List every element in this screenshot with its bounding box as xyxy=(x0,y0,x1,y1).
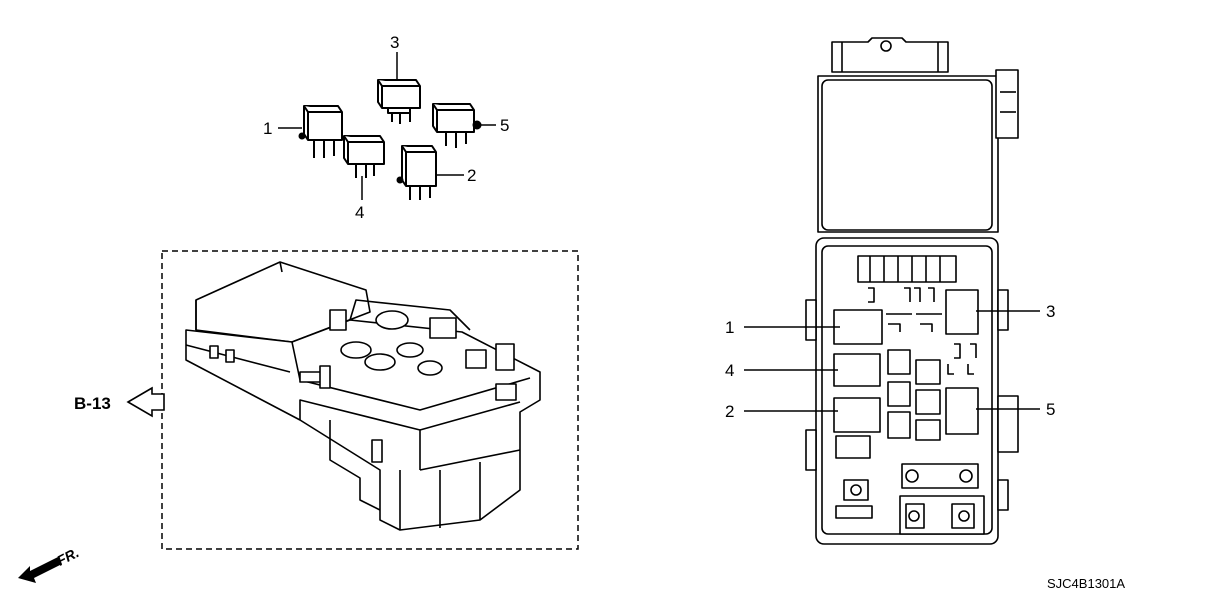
relay-2 xyxy=(396,145,437,200)
box-callout-3: 3 xyxy=(1046,302,1055,321)
box-callout-1: 1 xyxy=(725,318,734,337)
box-callout-2: 2 xyxy=(725,402,734,421)
reference-arrow-icon xyxy=(126,386,165,418)
fuse-box-top-view xyxy=(805,37,1019,545)
relay-callout-3: 3 xyxy=(390,33,399,52)
relay-4 xyxy=(343,135,385,178)
reference-label: B-13 xyxy=(74,394,111,413)
diagram-code: SJC4B1301A xyxy=(1047,576,1125,591)
front-arrow-icon xyxy=(18,557,62,583)
relay-3 xyxy=(377,79,421,124)
box-callout-5: 5 xyxy=(1046,400,1055,419)
relay-callout-5: 5 xyxy=(500,116,509,135)
relay-callout-4: 4 xyxy=(355,203,364,222)
fuse-box-isometric xyxy=(185,261,541,531)
detail-frame xyxy=(161,250,579,550)
relay-5 xyxy=(432,103,482,148)
relay-callout-2: 2 xyxy=(467,166,476,185)
relay-callout-1: 1 xyxy=(263,119,272,138)
relay-1 xyxy=(298,105,343,158)
box-callout-4: 4 xyxy=(725,361,734,380)
